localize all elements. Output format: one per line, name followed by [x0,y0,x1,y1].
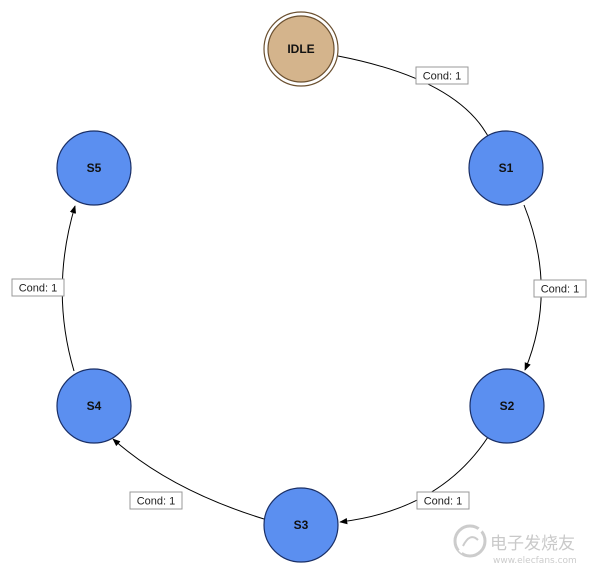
state-idle: IDLE [263,11,339,87]
edge-label-text: Cond: 1 [137,496,176,508]
watermark-sub: www.elecfans.com [493,556,577,566]
edge-label-s2-s3: Cond: 1 [416,491,470,510]
edge-label-text: Cond: 1 [19,283,58,295]
state-idle-label: IDLE [287,42,314,56]
edge-label-s1-s2: Cond: 1 [533,279,587,298]
state-idle-circle [267,15,335,83]
state-s5-circle [56,130,132,206]
state-s1-circle [468,130,544,206]
edge-label-text: Cond: 1 [423,71,462,83]
edge-label-s3-s4: Cond: 1 [129,491,183,510]
edge-label-text: Cond: 1 [541,284,580,296]
state-s3-circle [263,487,339,563]
state-s1: S1 [468,130,544,206]
state-s4-label: S4 [87,399,102,413]
state-s5-label: S5 [87,161,102,175]
edge-label-s4-s5: Cond: 1 [11,278,65,297]
state-s2-label: S2 [500,399,515,413]
state-s2-circle [469,368,545,444]
watermark-text: 电子发烧友 [490,534,575,554]
edge-label-idle-s1: Cond: 1 [415,66,469,85]
state-s3-label: S3 [294,518,309,532]
watermark-logo-icon [453,524,487,558]
state-s4: S4 [56,368,132,444]
edge-idle-s1 [337,55,492,143]
state-s3: S3 [263,487,339,563]
state-s5: S5 [56,130,132,206]
state-s4-circle [56,368,132,444]
edge-s3-s4 [112,438,265,520]
watermark: 电子发烧友 www.elecfans.com [453,524,577,566]
state-idle-outer-ring [263,11,339,87]
state-s1-label: S1 [499,161,514,175]
edge-label-text: Cond: 1 [424,496,463,508]
state-s2: S2 [469,368,545,444]
